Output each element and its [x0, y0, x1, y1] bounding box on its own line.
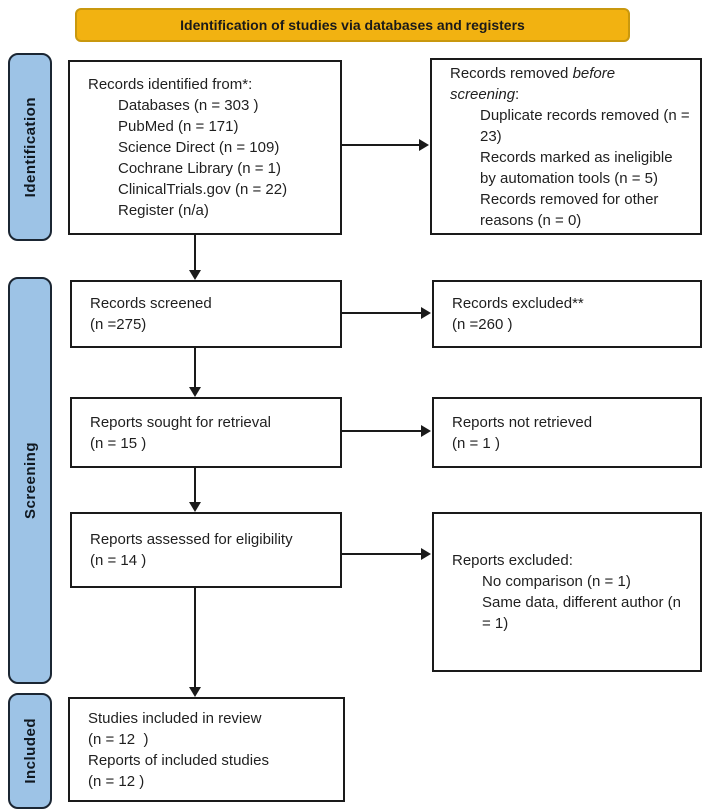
reports-excluded-title: Reports excluded:: [452, 552, 573, 569]
identified-item-clinicaltrials: ClinicalTrials.gov (n = 22): [118, 181, 288, 198]
box-records-identified-title: Records identified from*:: [88, 76, 253, 93]
reports-excluded-item-no-comparison: No comparison (n = 1): [482, 573, 631, 590]
reports-assessed-count: (n = 14 ): [90, 552, 147, 569]
reports-excluded-item-same-data: Same data, different author (n = 1): [482, 594, 686, 632]
identified-item-register: Register (n/a): [118, 202, 209, 219]
stage-label-screening: Screening: [8, 277, 52, 684]
arrow-sought-to-assessed: [189, 468, 201, 512]
arrow-assessed-to-excluded: [342, 548, 431, 560]
removed-item-other: Records removed for other reasons (n = 0…: [480, 190, 663, 229]
box-reports-sought: Reports sought for retrieval (n = 15 ): [70, 397, 342, 468]
removed-item-automation: Records marked as ineligible by automati…: [480, 148, 677, 187]
banner-title: Identification of studies via databases …: [75, 8, 630, 42]
removed-title-italic-before: before: [572, 64, 616, 82]
stage-label-screening-text: Screening: [21, 441, 39, 520]
arrow-identified-to-screened: [189, 235, 201, 280]
reports-not-retrieved-label: Reports not retrieved: [452, 413, 593, 431]
records-screened-count: (n =275): [90, 316, 147, 333]
identified-item-sciencedirect: Science Direct (n = 109): [118, 139, 280, 156]
records-screened-label: Records screened: [90, 295, 212, 312]
box-reports-excluded: Reports excluded: No comparison (n = 1) …: [432, 512, 702, 672]
studies-included-count: (n = 12 ): [88, 730, 149, 748]
records-excluded-count: (n =260 ): [452, 316, 513, 333]
arrow-sought-to-not-retrieved: [342, 425, 431, 437]
reports-included-count: (n = 12 ): [88, 772, 145, 790]
stage-label-included: Included: [8, 693, 52, 809]
identified-item-databases: Databases (n = 303 ): [118, 97, 259, 114]
stage-label-included-text: Included: [21, 718, 39, 784]
removed-title-colon: :: [515, 85, 520, 103]
identified-item-pubmed: PubMed (n = 171): [118, 118, 239, 135]
removed-item-duplicates: Duplicate records removed (n = 23): [480, 106, 694, 145]
box-records-removed: Records removed before screening: Duplic…: [430, 58, 702, 235]
studies-included-label: Studies included in review: [88, 709, 262, 727]
stage-label-identification: Identification: [8, 53, 52, 241]
arrow-assessed-to-included: [189, 588, 201, 697]
box-records-excluded: Records excluded** (n =260 ): [432, 280, 702, 348]
arrow-screened-to-excluded: [342, 307, 431, 319]
box-reports-assessed: Reports assessed for eligibility (n = 14…: [70, 512, 342, 588]
reports-sought-label: Reports sought for retrieval: [90, 413, 271, 431]
arrow-identified-to-removed: [342, 139, 429, 151]
box-records-screened: Records screened (n =275): [70, 280, 342, 348]
removed-title-italic-screening: screening: [450, 85, 516, 103]
removed-title-normal: Records removed: [450, 64, 573, 82]
reports-assessed-label: Reports assessed for eligibility: [90, 531, 293, 548]
box-studies-included: Studies included in review (n = 12 ) Rep…: [68, 697, 345, 802]
box-records-identified: Records identified from*: Databases (n =…: [68, 60, 342, 235]
box-reports-not-retrieved: Reports not retrieved (n = 1 ): [432, 397, 702, 468]
identified-item-cochrane: Cochrane Library (n = 1): [118, 160, 281, 177]
stage-label-identification-text: Identification: [21, 96, 39, 198]
reports-included-label: Reports of included studies: [88, 751, 269, 769]
arrow-screened-to-sought: [189, 348, 201, 397]
reports-not-retrieved-count: (n = 1 ): [452, 434, 500, 452]
box-records-removed-title-line1: Records removed before: [450, 63, 692, 84]
records-excluded-label: Records excluded**: [452, 295, 584, 312]
reports-sought-count: (n = 15 ): [90, 434, 147, 452]
box-records-removed-title-line2: screening:: [450, 84, 692, 105]
